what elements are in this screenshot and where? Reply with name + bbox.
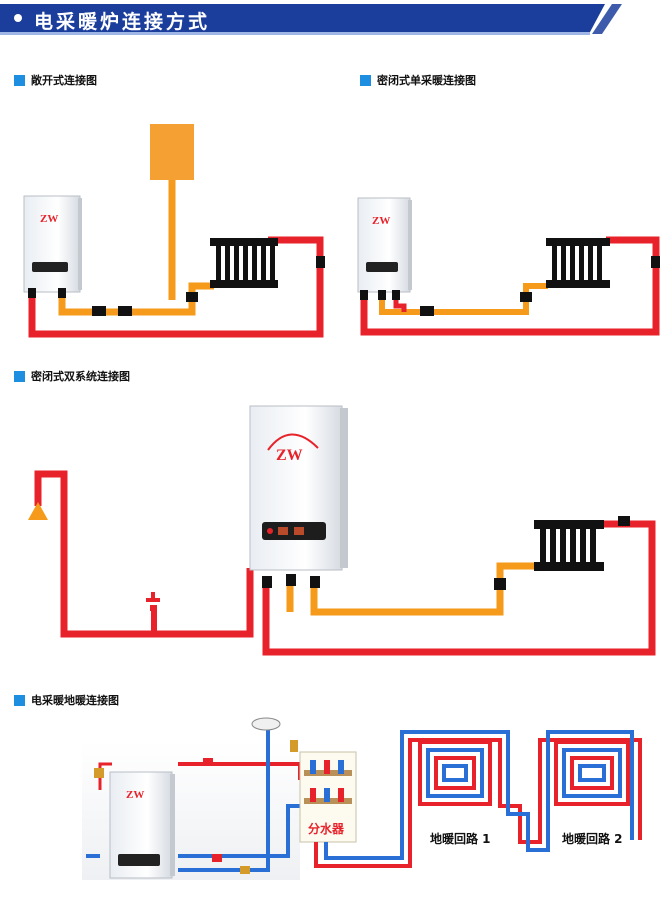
- cold-pipe: [178, 730, 270, 872]
- return-pipe: [379, 283, 548, 315]
- section-header-open: 敞开式连接图: [14, 72, 97, 88]
- cold-pipe: [324, 730, 634, 860]
- section-title: 密闭式双系统连接图: [31, 370, 130, 383]
- valve-icon: [310, 576, 320, 588]
- valve-icon: [94, 768, 104, 778]
- svg-text:ZW: ZW: [126, 789, 144, 801]
- faucet-icon: [146, 592, 160, 602]
- supply-pipe: [262, 520, 656, 656]
- valve-icon: [286, 574, 296, 586]
- valve-icon: [420, 306, 434, 316]
- valve-icon: [212, 854, 222, 862]
- cold-pipe: [178, 804, 304, 858]
- floor-loop-1-icon: [418, 740, 492, 806]
- valve-icon: [651, 256, 660, 268]
- water-manifold-icon: [299, 751, 357, 843]
- valve-icon: [316, 256, 325, 268]
- section-header-closed-single: 密闭式单采暖连接图: [360, 72, 476, 88]
- section-marker: [360, 74, 371, 86]
- diagram-closed-dual: ZW: [28, 405, 656, 656]
- valve-icon: [118, 306, 132, 316]
- diagram-open-system: ZW: [23, 124, 325, 338]
- supply-pipe: [98, 762, 112, 790]
- section-header-floor: 电采暖地暖连接图: [14, 692, 119, 708]
- radiator-icon: [534, 520, 604, 571]
- banner-background: [0, 4, 622, 35]
- valve-icon: [186, 292, 198, 302]
- section-header-closed-dual: 密闭式双系统连接图: [14, 368, 130, 384]
- section-marker: [14, 370, 25, 382]
- supply-pipe: [360, 236, 660, 336]
- valve-icon: [520, 292, 532, 302]
- radiator-icon: [210, 238, 278, 288]
- diagram-closed-single: ZW: [357, 197, 660, 336]
- section-title: 电采暖地暖连接图: [31, 694, 119, 707]
- svg-text:ZW: ZW: [40, 213, 58, 225]
- expansion-tank: [150, 124, 194, 180]
- section-title: 密闭式单采暖连接图: [377, 74, 476, 87]
- expansion-vessel-icon: [28, 502, 48, 520]
- valve-icon: [494, 578, 506, 590]
- manifold-label: 分水器: [308, 822, 345, 836]
- valve-icon: [203, 758, 213, 766]
- supply-pipe: [34, 470, 254, 638]
- electric-boiler-icon: ZW: [109, 771, 175, 879]
- section-title: 敞开式连接图: [31, 74, 97, 87]
- supply-pipe: [28, 236, 324, 338]
- floor-loop-2-label: 地暖回路 2: [562, 832, 623, 846]
- return-pipe: [58, 282, 214, 316]
- valve-icon: [262, 576, 272, 588]
- supply-pipe: [150, 605, 157, 634]
- diagram-floor-heating: ZW: [82, 717, 642, 880]
- svg-text:ZW: ZW: [276, 447, 303, 464]
- return-pipe: [310, 562, 536, 616]
- electric-boiler-icon: ZW: [357, 197, 412, 300]
- valve-icon: [618, 516, 630, 526]
- supply-pipe: [393, 298, 407, 312]
- water-tank-icon: [251, 717, 281, 731]
- electric-boiler-icon: ZW: [23, 195, 82, 298]
- header-banner: 电采暖炉连接方式: [0, 0, 660, 38]
- valve-icon: [92, 306, 106, 316]
- valve-icon: [290, 740, 298, 752]
- section-marker: [14, 74, 25, 86]
- radiator-icon: [546, 238, 610, 288]
- electric-boiler-icon: ZW: [249, 405, 348, 571]
- valve-icon: [240, 866, 250, 874]
- svg-text:ZW: ZW: [372, 215, 390, 227]
- page-title: 电采暖炉连接方式: [34, 11, 211, 33]
- floor-loop-2-icon: [554, 740, 630, 806]
- section-marker: [14, 694, 25, 706]
- floor-loop-1-label: 地暖回路 1: [430, 832, 491, 846]
